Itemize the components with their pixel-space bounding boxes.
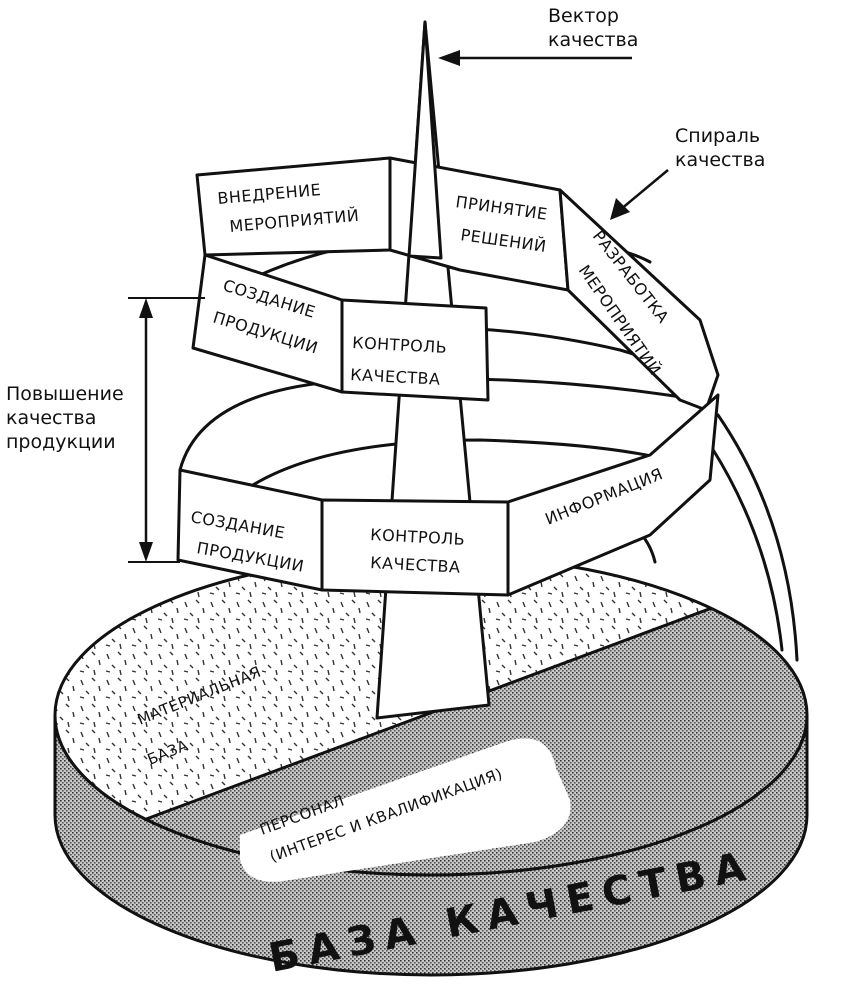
lower-control-line2: КАЧЕСТВА <box>370 553 461 577</box>
lower-seg-control <box>320 498 510 597</box>
personnel-label-plate <box>240 738 571 882</box>
spiral-label-line1: Спираль <box>675 125 760 147</box>
lower-seg-information <box>506 393 720 597</box>
improvement-dimension <box>128 297 205 563</box>
spiral-pointer <box>610 169 669 220</box>
vector-label-line2: качества <box>548 29 638 51</box>
improvement-label-line2: качества <box>6 407 96 429</box>
vector-label-line1: Вектор <box>548 5 619 27</box>
lower-control-line1: КОНТРОЛЬ <box>370 525 466 549</box>
improvement-label-line1: Повышение <box>6 383 124 405</box>
spiral-descent-line <box>716 413 799 662</box>
base-top <box>55 555 807 875</box>
improvement-label-line3: продукции <box>6 431 116 453</box>
upper-control-line1: КОНТРОЛЬ <box>352 333 448 357</box>
spiral-descent-line-inner <box>710 446 784 652</box>
quality-base <box>53 553 809 977</box>
upper-seg-control <box>340 298 490 402</box>
lower-ring <box>176 393 720 597</box>
spike-tip <box>407 20 443 260</box>
upper-control-line2: КАЧЕСТВА <box>350 365 441 389</box>
vector-pointer <box>438 50 632 66</box>
spiral-label-line2: качества <box>675 149 765 171</box>
